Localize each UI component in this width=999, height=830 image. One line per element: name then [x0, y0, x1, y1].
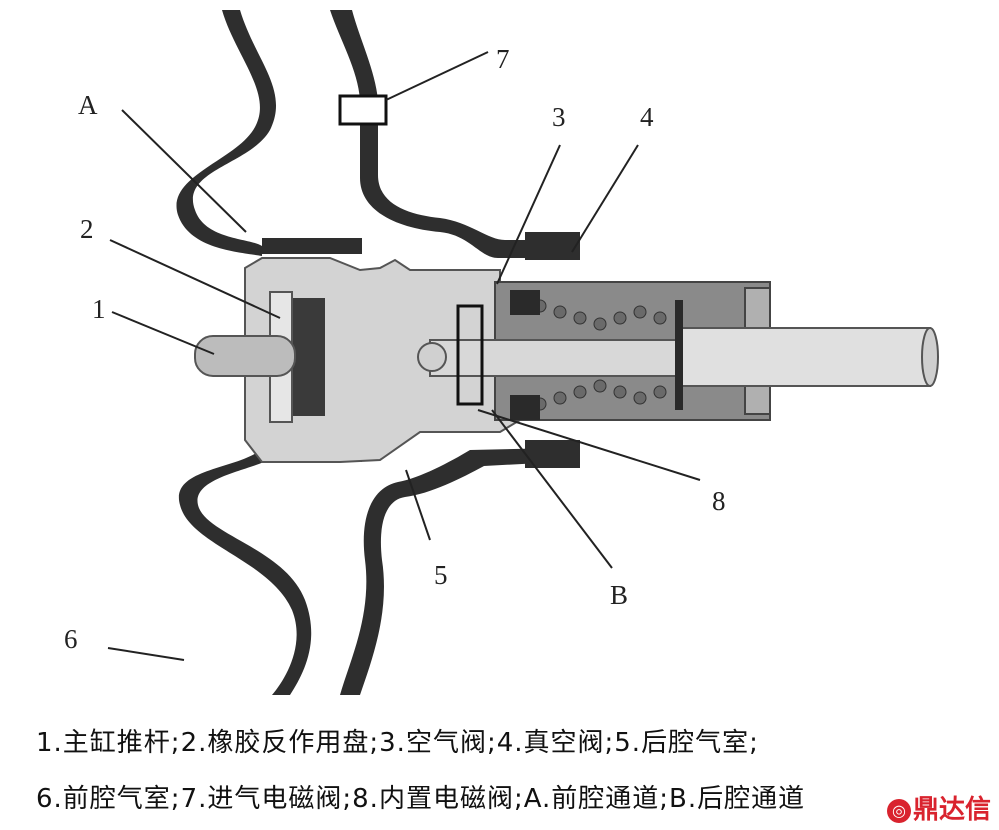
- legend-line-1: 1.主缸推杆;2.橡胶反作用盘;3.空气阀;4.真空阀;5.后腔气室;: [36, 728, 759, 758]
- label-A: A: [78, 90, 98, 120]
- legend-line-2: 6.前腔气室;7.进气电磁阀;8.内置电磁阀;A.前腔通道;B.后腔通道: [36, 784, 806, 814]
- booster-diagram: 7 A 3 4 2 1 8 5 B 6: [64, 10, 939, 695]
- spring-retainer: [675, 300, 683, 410]
- watermark-text: 鼎达信: [912, 795, 991, 825]
- plunger-ball-head: [417, 342, 447, 372]
- label-2: 2: [80, 214, 94, 244]
- rear-shell-lower: [340, 448, 560, 695]
- label-6: 6: [64, 624, 78, 654]
- input-rod-end: [921, 327, 939, 387]
- valve-seat-upper: [525, 232, 580, 260]
- label-1: 1: [92, 294, 106, 324]
- valve-seat-lower: [525, 440, 580, 468]
- push-rod: [194, 335, 296, 377]
- front-shell-wall: [176, 10, 277, 256]
- builtin-solenoid-valve-box: [456, 304, 484, 406]
- watermark-logo: ◎鼎达信: [886, 789, 991, 826]
- leader-lines: [107, 51, 701, 661]
- poppet-valve-upper: [510, 290, 540, 315]
- return-spring: [533, 299, 667, 411]
- label-7: 7: [496, 44, 510, 74]
- upper-flange: [262, 238, 362, 254]
- label-3: 3: [552, 102, 566, 132]
- label-B: B: [610, 580, 628, 610]
- poppet-valve-lower: [510, 395, 540, 420]
- rear-shell-upper: [330, 10, 560, 258]
- label-8: 8: [712, 486, 726, 516]
- intake-solenoid-valve-box: [338, 94, 388, 126]
- logo-icon: ◎: [886, 799, 911, 823]
- label-5: 5: [434, 560, 448, 590]
- front-shell-lower: [178, 452, 312, 695]
- input-push-rod: [679, 327, 931, 387]
- label-4: 4: [640, 102, 654, 132]
